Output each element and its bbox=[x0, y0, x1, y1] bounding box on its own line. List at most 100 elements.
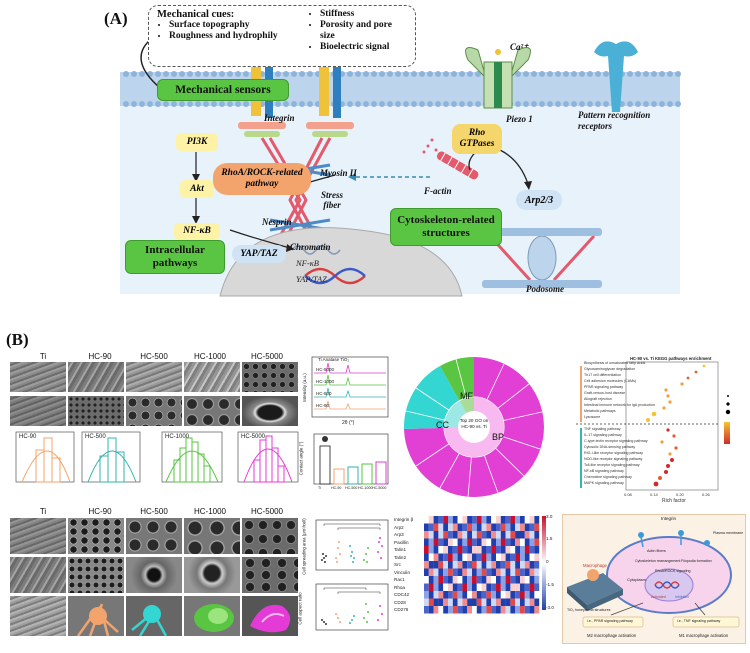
heatmap-cell bbox=[529, 523, 535, 531]
diameter-histograms bbox=[15, 431, 299, 483]
mechanism-schematic: Integrin Macrophage TiO₂ honeycomb struc… bbox=[562, 514, 746, 644]
heatmap-cell bbox=[481, 583, 487, 591]
heatmap-cell bbox=[491, 583, 496, 591]
cell-sem-image bbox=[242, 557, 298, 593]
heatmap-cell bbox=[424, 538, 429, 546]
heatmap-cell bbox=[428, 531, 434, 539]
col-title: HC-500 bbox=[140, 507, 168, 516]
col-title: HC-1000 bbox=[193, 507, 226, 516]
heatmap-cell bbox=[505, 546, 511, 554]
heatmap-cell bbox=[472, 606, 477, 614]
heatmap-cell bbox=[457, 583, 463, 591]
rhoa-rock-box: RhoA/ROCK-related pathway bbox=[213, 163, 311, 195]
schem-left-path: i.e., PPAR signaling pathway bbox=[587, 619, 633, 623]
nfkb-box: NF-κB bbox=[174, 223, 220, 240]
heatmap-cell bbox=[520, 568, 525, 576]
heatmap-cell bbox=[467, 561, 472, 569]
heatmap-cell bbox=[486, 591, 492, 599]
heatmap-cell bbox=[500, 516, 506, 524]
heatmap-cell bbox=[452, 538, 458, 546]
heatmap-cell bbox=[496, 598, 501, 606]
col-title: Ti bbox=[39, 352, 47, 361]
heatmap-cell bbox=[500, 561, 506, 569]
cell-sem-image bbox=[10, 557, 66, 593]
heatmap-cell bbox=[438, 591, 444, 599]
heatmap-cell bbox=[448, 561, 453, 569]
heatmap-cell bbox=[481, 523, 487, 531]
heatmap-cell bbox=[467, 591, 472, 599]
heatmap-cell bbox=[457, 561, 463, 569]
heatmap-cell bbox=[428, 606, 434, 614]
heatmap-cell bbox=[510, 576, 516, 584]
heatmap-cell bbox=[462, 568, 468, 576]
heatmap-cell bbox=[505, 606, 511, 614]
hist-label: HC-5000 bbox=[241, 434, 266, 440]
heatmap-grid bbox=[424, 516, 546, 614]
heatmap-cell bbox=[491, 546, 496, 554]
heatmap-cell bbox=[424, 576, 429, 584]
heatmap-scale-label: 0 bbox=[546, 559, 549, 564]
heatmap-cell bbox=[491, 553, 496, 561]
heatmap-cell bbox=[448, 538, 453, 546]
heatmap-cell bbox=[424, 516, 429, 524]
heatmap-cell bbox=[505, 553, 511, 561]
yaptaz-nucleus-label: YAP/TAZ bbox=[296, 274, 327, 284]
heatmap-cell bbox=[438, 538, 444, 546]
heatmap-cell bbox=[443, 523, 448, 531]
heatmap-cell bbox=[467, 523, 472, 531]
heatmap-cell bbox=[510, 523, 516, 531]
cue-item: Roughness and hydrophily bbox=[169, 31, 294, 42]
heatmap-cell bbox=[462, 516, 468, 524]
heatmap-cell bbox=[443, 531, 448, 539]
heatmap-cell bbox=[529, 576, 535, 584]
heatmap-cell bbox=[524, 553, 530, 561]
heatmap-cell bbox=[505, 538, 511, 546]
heatmap-cell bbox=[496, 523, 501, 531]
heatmap-cell bbox=[491, 591, 496, 599]
heatmap-cell bbox=[462, 606, 468, 614]
heatmap-cell bbox=[424, 568, 429, 576]
heatmap-cell bbox=[534, 523, 540, 531]
heatmap-cell bbox=[452, 583, 458, 591]
cell-sem-image bbox=[68, 557, 124, 593]
heatmap-cell bbox=[500, 538, 506, 546]
heatmap-cell bbox=[510, 516, 516, 524]
heatmap-cell bbox=[462, 523, 468, 531]
heatmap-cell bbox=[424, 531, 429, 539]
kegg-xtick: 0.14 bbox=[650, 492, 658, 497]
aspect-ratio-chart bbox=[315, 583, 389, 631]
heatmap-cell bbox=[524, 598, 530, 606]
heatmap-cell bbox=[505, 583, 511, 591]
heatmap-row-label: Paxillin bbox=[394, 539, 409, 545]
heatmap-cell bbox=[443, 568, 448, 576]
heatmap-cell bbox=[510, 606, 516, 614]
heatmap-cell bbox=[515, 523, 520, 531]
heatmap-cell bbox=[524, 606, 530, 614]
kegg-term: RIG-I-like receptor signaling pathway bbox=[584, 451, 643, 455]
heatmap-cell bbox=[462, 576, 468, 584]
schem-plasma: Plasma membrane bbox=[713, 531, 744, 535]
xrd-legend: Ti Anatase TiO₂ bbox=[318, 357, 350, 362]
heatmap-cell bbox=[443, 598, 448, 606]
heatmap-cell bbox=[491, 516, 496, 524]
heatmap-cell bbox=[433, 583, 439, 591]
kegg-term: Graft-versus-host disease bbox=[584, 391, 626, 395]
cue-item: Porosity and pore size bbox=[320, 20, 407, 42]
heatmap-cell bbox=[433, 591, 439, 599]
heatmap-cell bbox=[510, 546, 516, 554]
xrd-sample-label: HC-1000 bbox=[316, 379, 335, 384]
xrd-chart bbox=[311, 356, 389, 418]
schem-right-path: i.e., TNF signaling pathway bbox=[677, 619, 721, 623]
kegg-term: Th17 cell differentiation bbox=[584, 373, 622, 377]
heatmap-cell bbox=[534, 591, 540, 599]
heatmap: Integrin β Arp2 Arp3 Paxillin Talin1 Tal… bbox=[394, 514, 558, 640]
heatmap-cell bbox=[476, 516, 482, 524]
honeycomb-substrate bbox=[567, 573, 623, 611]
heatmap-cell bbox=[534, 606, 540, 614]
heatmap-cell bbox=[428, 598, 434, 606]
heatmap-cell bbox=[491, 568, 496, 576]
prr-label: Pattern recognition receptors bbox=[578, 110, 651, 131]
heatmap-cell bbox=[438, 583, 444, 591]
kegg-xtick: 0.20 bbox=[676, 492, 684, 497]
heatmap-cell bbox=[520, 561, 525, 569]
